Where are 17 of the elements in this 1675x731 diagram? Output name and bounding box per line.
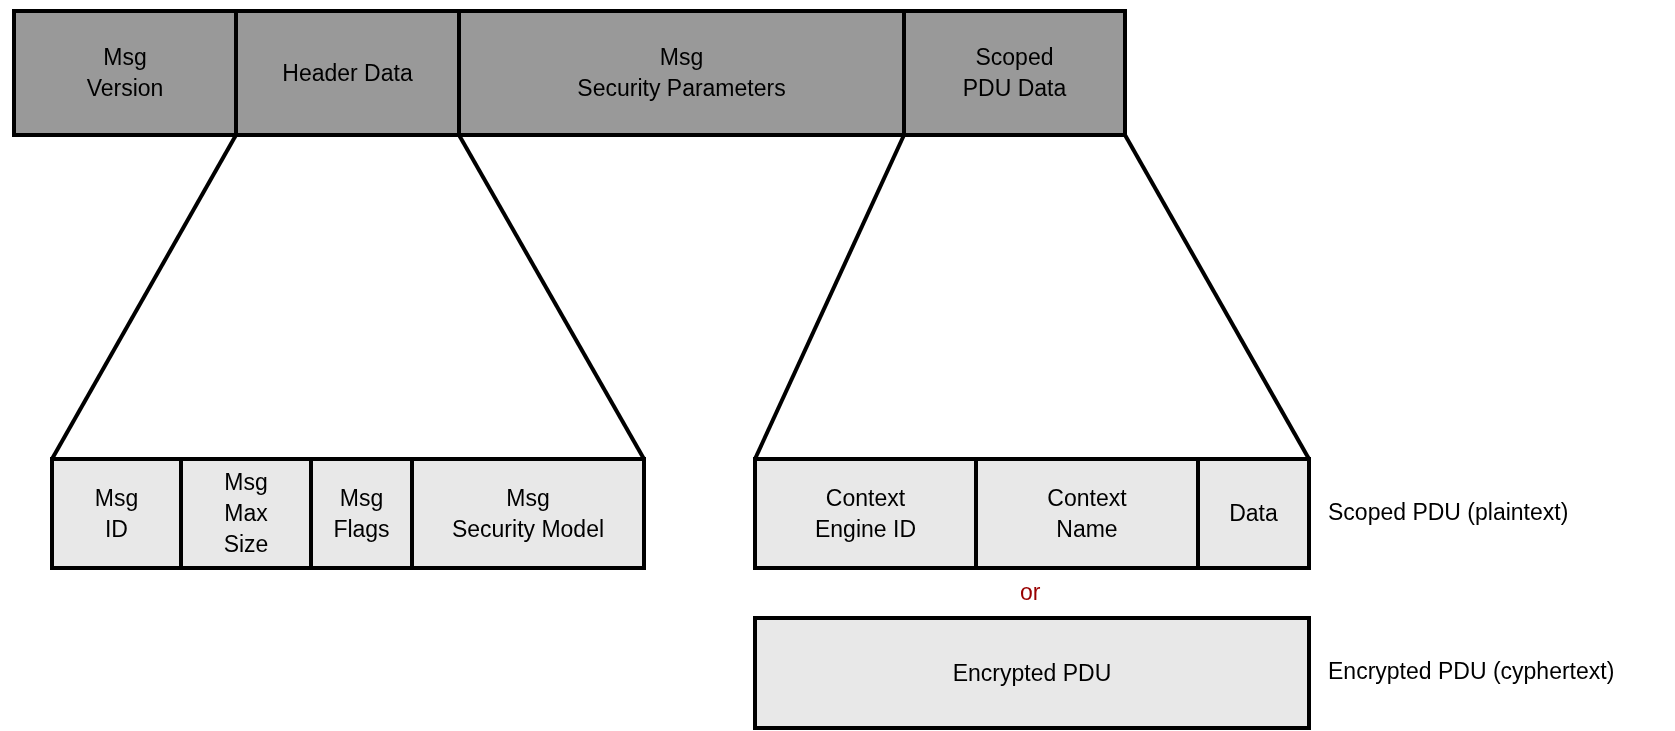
separator-word: or — [1020, 579, 1041, 606]
field-label: Data — [1229, 499, 1278, 528]
field-label: Encrypted PDU — [952, 658, 1112, 688]
field-label: Msg Flags — [333, 483, 390, 544]
field-label: Scoped PDU Data — [962, 43, 1067, 103]
field-label: Msg ID — [94, 483, 139, 544]
expansion-line — [1123, 134, 1311, 460]
field-label: Context Name — [1047, 483, 1127, 544]
field-cell — [753, 616, 1311, 730]
field-label: Msg Version — [86, 43, 164, 103]
field-label: Msg Security Parameters — [577, 43, 786, 103]
field-label: Msg Max Size — [223, 468, 269, 559]
field-label: Context Engine ID — [815, 483, 916, 544]
row-caption: Scoped PDU (plaintext) — [1328, 499, 1569, 526]
field-label: Msg Security Model — [451, 483, 605, 544]
field-label: Header Data — [282, 58, 413, 88]
row-caption: Encrypted PDU (cyphertext) — [1328, 658, 1615, 685]
